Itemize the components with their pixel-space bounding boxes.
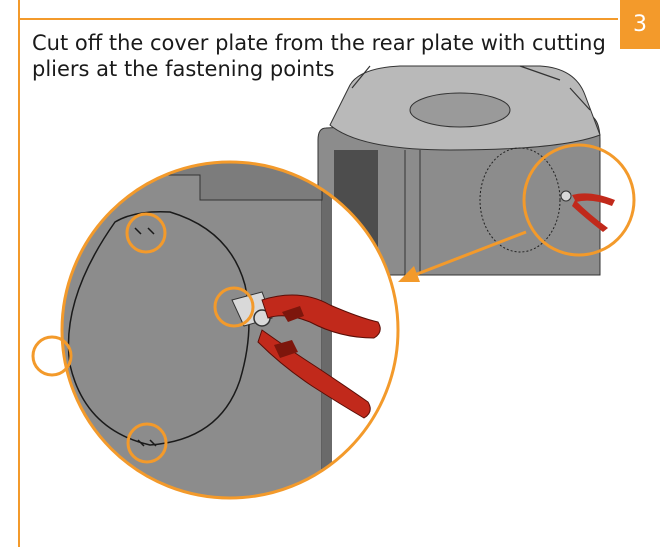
big-callout-circle [60,160,400,500]
fastening-point-top [125,212,167,254]
panel-top-border [18,18,618,20]
fastening-point-bottom [126,422,168,464]
cover-plate-small [479,147,561,253]
cover-plate-outline [67,210,250,446]
cutting-pliers-icon [231,291,381,419]
stove-body [317,114,601,276]
step-number-badge: 3 [620,0,660,49]
top-opening [409,92,511,128]
zoom-detail [31,160,400,500]
fastening-point-left [31,335,73,377]
small-callout-circle [522,143,636,257]
rear-plate [62,162,323,498]
instruction-text: Cut off the cover plate from the rear pl… [32,31,606,81]
callout-arrow-icon [398,230,527,282]
panel-left-border [18,0,20,547]
fastening-point-right [213,286,255,328]
